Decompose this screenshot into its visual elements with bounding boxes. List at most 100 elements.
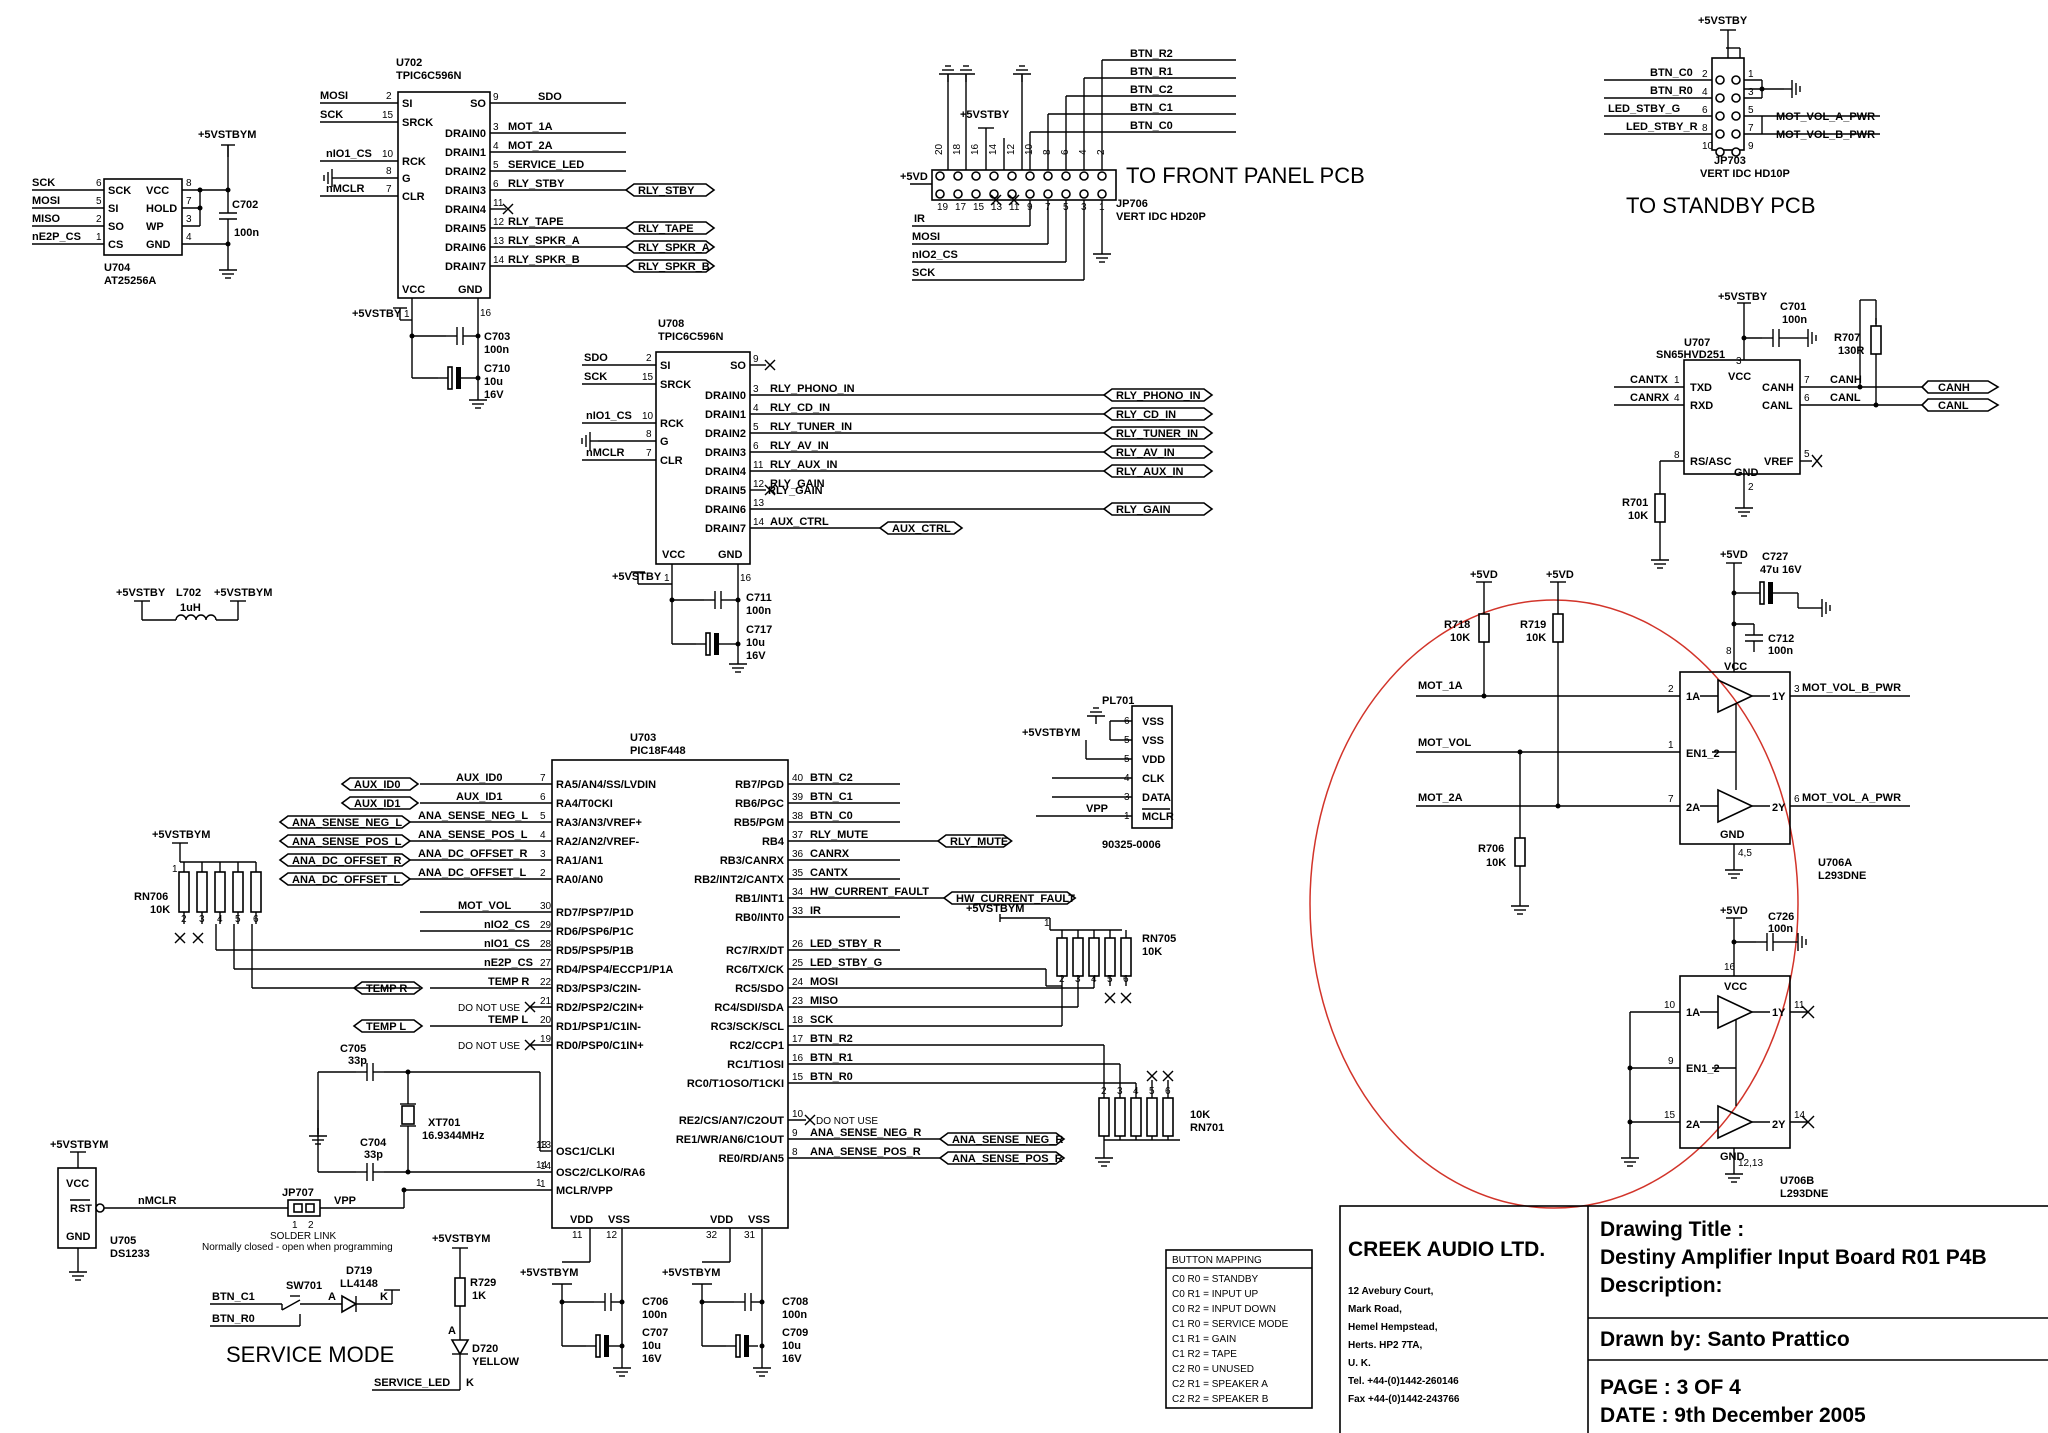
u703-left-pin: RD4/PSP4/ECCP1/P1A: [556, 964, 673, 976]
svg-text:8: 8: [1726, 646, 1732, 657]
svg-text:1Y: 1Y: [1772, 691, 1786, 703]
svg-text:C726: C726: [1768, 911, 1794, 923]
address-line: Fax +44-(0)1442-243766: [1348, 1394, 1460, 1405]
svg-text:RLY_AV_IN: RLY_AV_IN: [1116, 447, 1175, 459]
svg-text:SDO: SDO: [584, 352, 608, 364]
svg-text:VCC: VCC: [402, 284, 425, 296]
svg-text:100n: 100n: [1782, 314, 1807, 326]
address-line: Hemel Hempstead,: [1348, 1322, 1438, 1333]
svg-text:GND: GND: [1720, 1151, 1745, 1163]
svg-text:33p: 33p: [348, 1055, 367, 1067]
svg-text:6: 6: [753, 441, 759, 452]
u708-pin-label: DRAIN5: [705, 485, 746, 497]
svg-text:SERVICE MODE: SERVICE MODE: [226, 1342, 394, 1367]
svg-text:SCK: SCK: [912, 267, 935, 279]
svg-text:nMCLR: nMCLR: [326, 183, 365, 195]
svg-text:U706B: U706B: [1780, 1175, 1814, 1187]
mapping-row: C1 R2 = TAPE: [1172, 1349, 1237, 1360]
svg-text:1uH: 1uH: [180, 602, 201, 614]
svg-text:10u: 10u: [782, 1340, 801, 1352]
svg-text:GND: GND: [718, 549, 743, 561]
svg-text:RXD: RXD: [1690, 400, 1713, 412]
svg-text:3: 3: [1075, 974, 1081, 985]
svg-text:10K: 10K: [1142, 946, 1162, 958]
address-line: U. K.: [1348, 1358, 1371, 1369]
svg-text:11: 11: [572, 1230, 583, 1241]
u702-pin-label: DRAIN5: [445, 223, 486, 235]
u702-pin-label: DRAIN1: [445, 147, 486, 159]
svg-text:MOSI: MOSI: [32, 195, 60, 207]
svg-text:2Y: 2Y: [1772, 802, 1786, 814]
u702-pin-label: DRAIN3: [445, 185, 486, 197]
svg-text:TXD: TXD: [1690, 382, 1712, 394]
svg-text:2: 2: [1748, 482, 1754, 493]
svg-text:3: 3: [540, 849, 546, 860]
svg-text:nE2P_CS: nE2P_CS: [32, 231, 81, 243]
svg-text:CS: CS: [108, 239, 123, 251]
svg-text:12: 12: [493, 217, 505, 228]
svg-text:VPP: VPP: [334, 1195, 356, 1207]
svg-text:AUX_ID0: AUX_ID0: [354, 779, 400, 791]
svg-text:VCC: VCC: [146, 185, 169, 197]
svg-text:1: 1: [1668, 740, 1674, 751]
u702-net-label: SDO: [538, 91, 562, 103]
svg-text:100n: 100n: [746, 605, 771, 617]
svg-text:100n: 100n: [782, 1309, 807, 1321]
svg-text:5: 5: [540, 811, 546, 822]
svg-text:LED_STBY_R: LED_STBY_R: [1626, 121, 1698, 133]
u702-pin-label: DRAIN2: [445, 166, 486, 178]
svg-text:C708: C708: [782, 1296, 808, 1308]
svg-text:CREEK AUDIO LTD.: CREEK AUDIO LTD.: [1348, 1238, 1545, 1261]
svg-text:2: 2: [181, 914, 187, 925]
svg-text:24: 24: [792, 977, 804, 988]
u702-net-label: MOT_2A: [508, 140, 553, 152]
svg-text:RN705: RN705: [1142, 933, 1176, 945]
svg-text:C707: C707: [642, 1327, 668, 1339]
svg-text:2A: 2A: [1686, 1119, 1700, 1131]
mapping-row: C0 R1 = INPUT UP: [1172, 1289, 1259, 1300]
jp706-btn-net: BTN_R2: [1130, 48, 1173, 60]
svg-text:100n: 100n: [1768, 923, 1793, 935]
svg-text:6: 6: [253, 914, 259, 925]
svg-text:4: 4: [1702, 87, 1708, 98]
u702-pin-label: DRAIN6: [445, 242, 486, 254]
svg-text:37: 37: [792, 830, 804, 841]
svg-text:16V: 16V: [746, 650, 766, 662]
svg-text:4,5: 4,5: [1738, 848, 1752, 859]
u703-left-flag: ANA_SENSE_POS_L: [278, 834, 412, 848]
u703-right-flag: HW_CURRENT_FAULT: [942, 891, 1077, 905]
svg-text:16: 16: [740, 573, 752, 584]
svg-text:BTN_C1: BTN_C1: [212, 1291, 255, 1303]
svg-text:CANH: CANH: [1938, 382, 1970, 394]
svg-text:10: 10: [382, 149, 394, 160]
mapping-row: C2 R0 = UNUSED: [1172, 1364, 1254, 1375]
svg-text:2: 2: [96, 214, 102, 225]
svg-text:RST: RST: [70, 1203, 92, 1215]
svg-text:GND: GND: [458, 284, 483, 296]
u703-left-flag: AUX_ID1: [340, 796, 420, 810]
svg-text:SI: SI: [660, 360, 670, 372]
svg-text:ANA_DC_OFFSET_L: ANA_DC_OFFSET_L: [292, 874, 400, 886]
u703-right-net: BTN_R0: [810, 1071, 853, 1083]
svg-text:LL4148: LL4148: [340, 1278, 378, 1290]
u702-flag: RLY_SPKR_A: [624, 240, 716, 254]
svg-text:SI: SI: [108, 203, 118, 215]
svg-text:R706: R706: [1478, 843, 1504, 855]
svg-text:SCK: SCK: [320, 109, 343, 121]
u703-right-net: ANA_SENSE_NEG_R: [810, 1127, 921, 1139]
svg-text:27: 27: [540, 958, 552, 969]
u702-net-label: SERVICE_LED: [508, 159, 584, 171]
svg-text:C727: C727: [1762, 551, 1788, 563]
svg-text:5: 5: [1107, 974, 1113, 985]
svg-text:CLR: CLR: [402, 191, 425, 203]
svg-text:BUTTON MAPPING: BUTTON MAPPING: [1172, 1255, 1262, 1266]
svg-text:nIO1_CS: nIO1_CS: [586, 410, 632, 422]
svg-text:14: 14: [988, 143, 999, 155]
svg-text:R718: R718: [1444, 619, 1470, 631]
svg-text:VSS: VSS: [1142, 735, 1164, 747]
u703-left-pin: RD5/PSP5/P1B: [556, 945, 634, 957]
svg-text:16V: 16V: [642, 1353, 662, 1365]
svg-text:9: 9: [1748, 141, 1754, 152]
u703-left-pin: RD6/PSP6/P1C: [556, 926, 634, 938]
